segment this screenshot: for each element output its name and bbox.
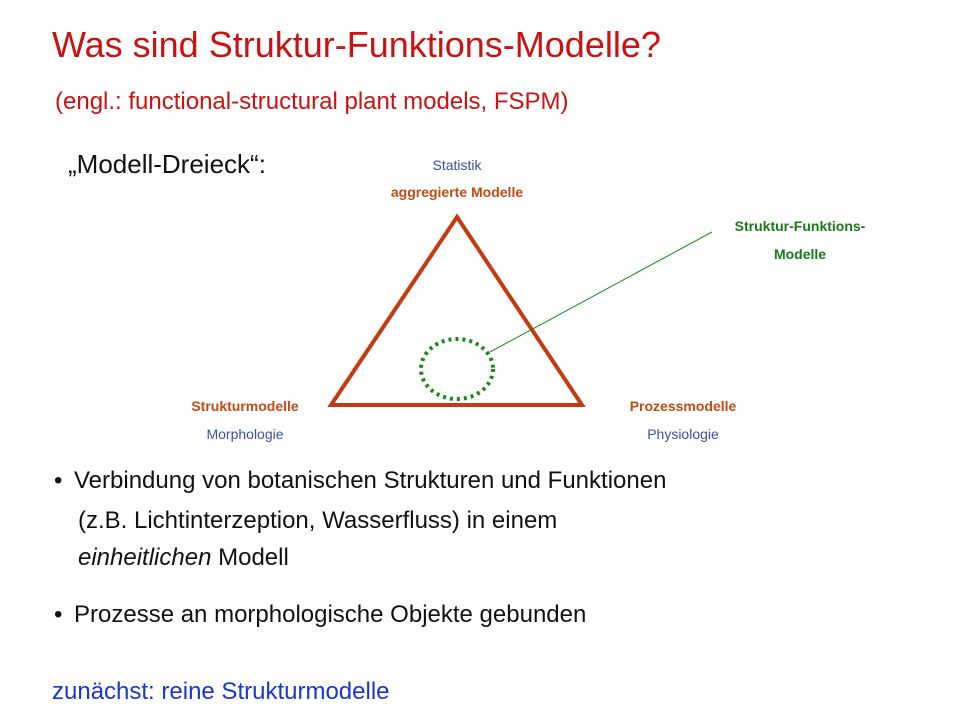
bullet-1-line-3-rest: Modell (211, 544, 289, 571)
label-prozessmodelle: Prozessmodelle (629, 398, 737, 414)
diagram-heading: „Modell-Dreieck“: (68, 149, 266, 179)
label-struktur-funktions: Struktur-Funktions- (734, 218, 866, 234)
page-subtitle: (engl.: functional-structural plant mode… (55, 88, 569, 115)
fsm-ellipse (419, 337, 495, 401)
bullet-1-italic-word: einheitlichen (78, 544, 212, 571)
fsm-connector-line (489, 231, 713, 353)
page-title: Was sind Struktur-Funktions-Modelle? (52, 24, 661, 65)
bullet-marker: • (54, 601, 63, 628)
bullet-marker: • (54, 467, 63, 494)
label-morphologie: Morphologie (206, 426, 284, 442)
label-aggregierte-modelle: aggregierte Modelle (390, 184, 524, 200)
label-physiologie: Physiologie (647, 426, 719, 442)
bullet-1-line-1: Verbindung von botanischen Strukturen un… (74, 467, 667, 494)
model-triangle (327, 213, 586, 407)
bullet-1-line-2: (z.B. Lichtinterzeption, Wasserfluss) in… (78, 507, 558, 534)
label-strukturmodelle: Strukturmodelle (191, 398, 299, 414)
label-statistik: Statistik (432, 157, 482, 173)
bullet-2-line-1: Prozesse an morphologische Objekte gebun… (74, 601, 587, 628)
bullet-1-line-3: einheitlichen Modell (78, 544, 289, 572)
label-modelle: Modelle (773, 246, 827, 262)
bottom-note: zunächst: reine Strukturmodelle (52, 678, 390, 705)
